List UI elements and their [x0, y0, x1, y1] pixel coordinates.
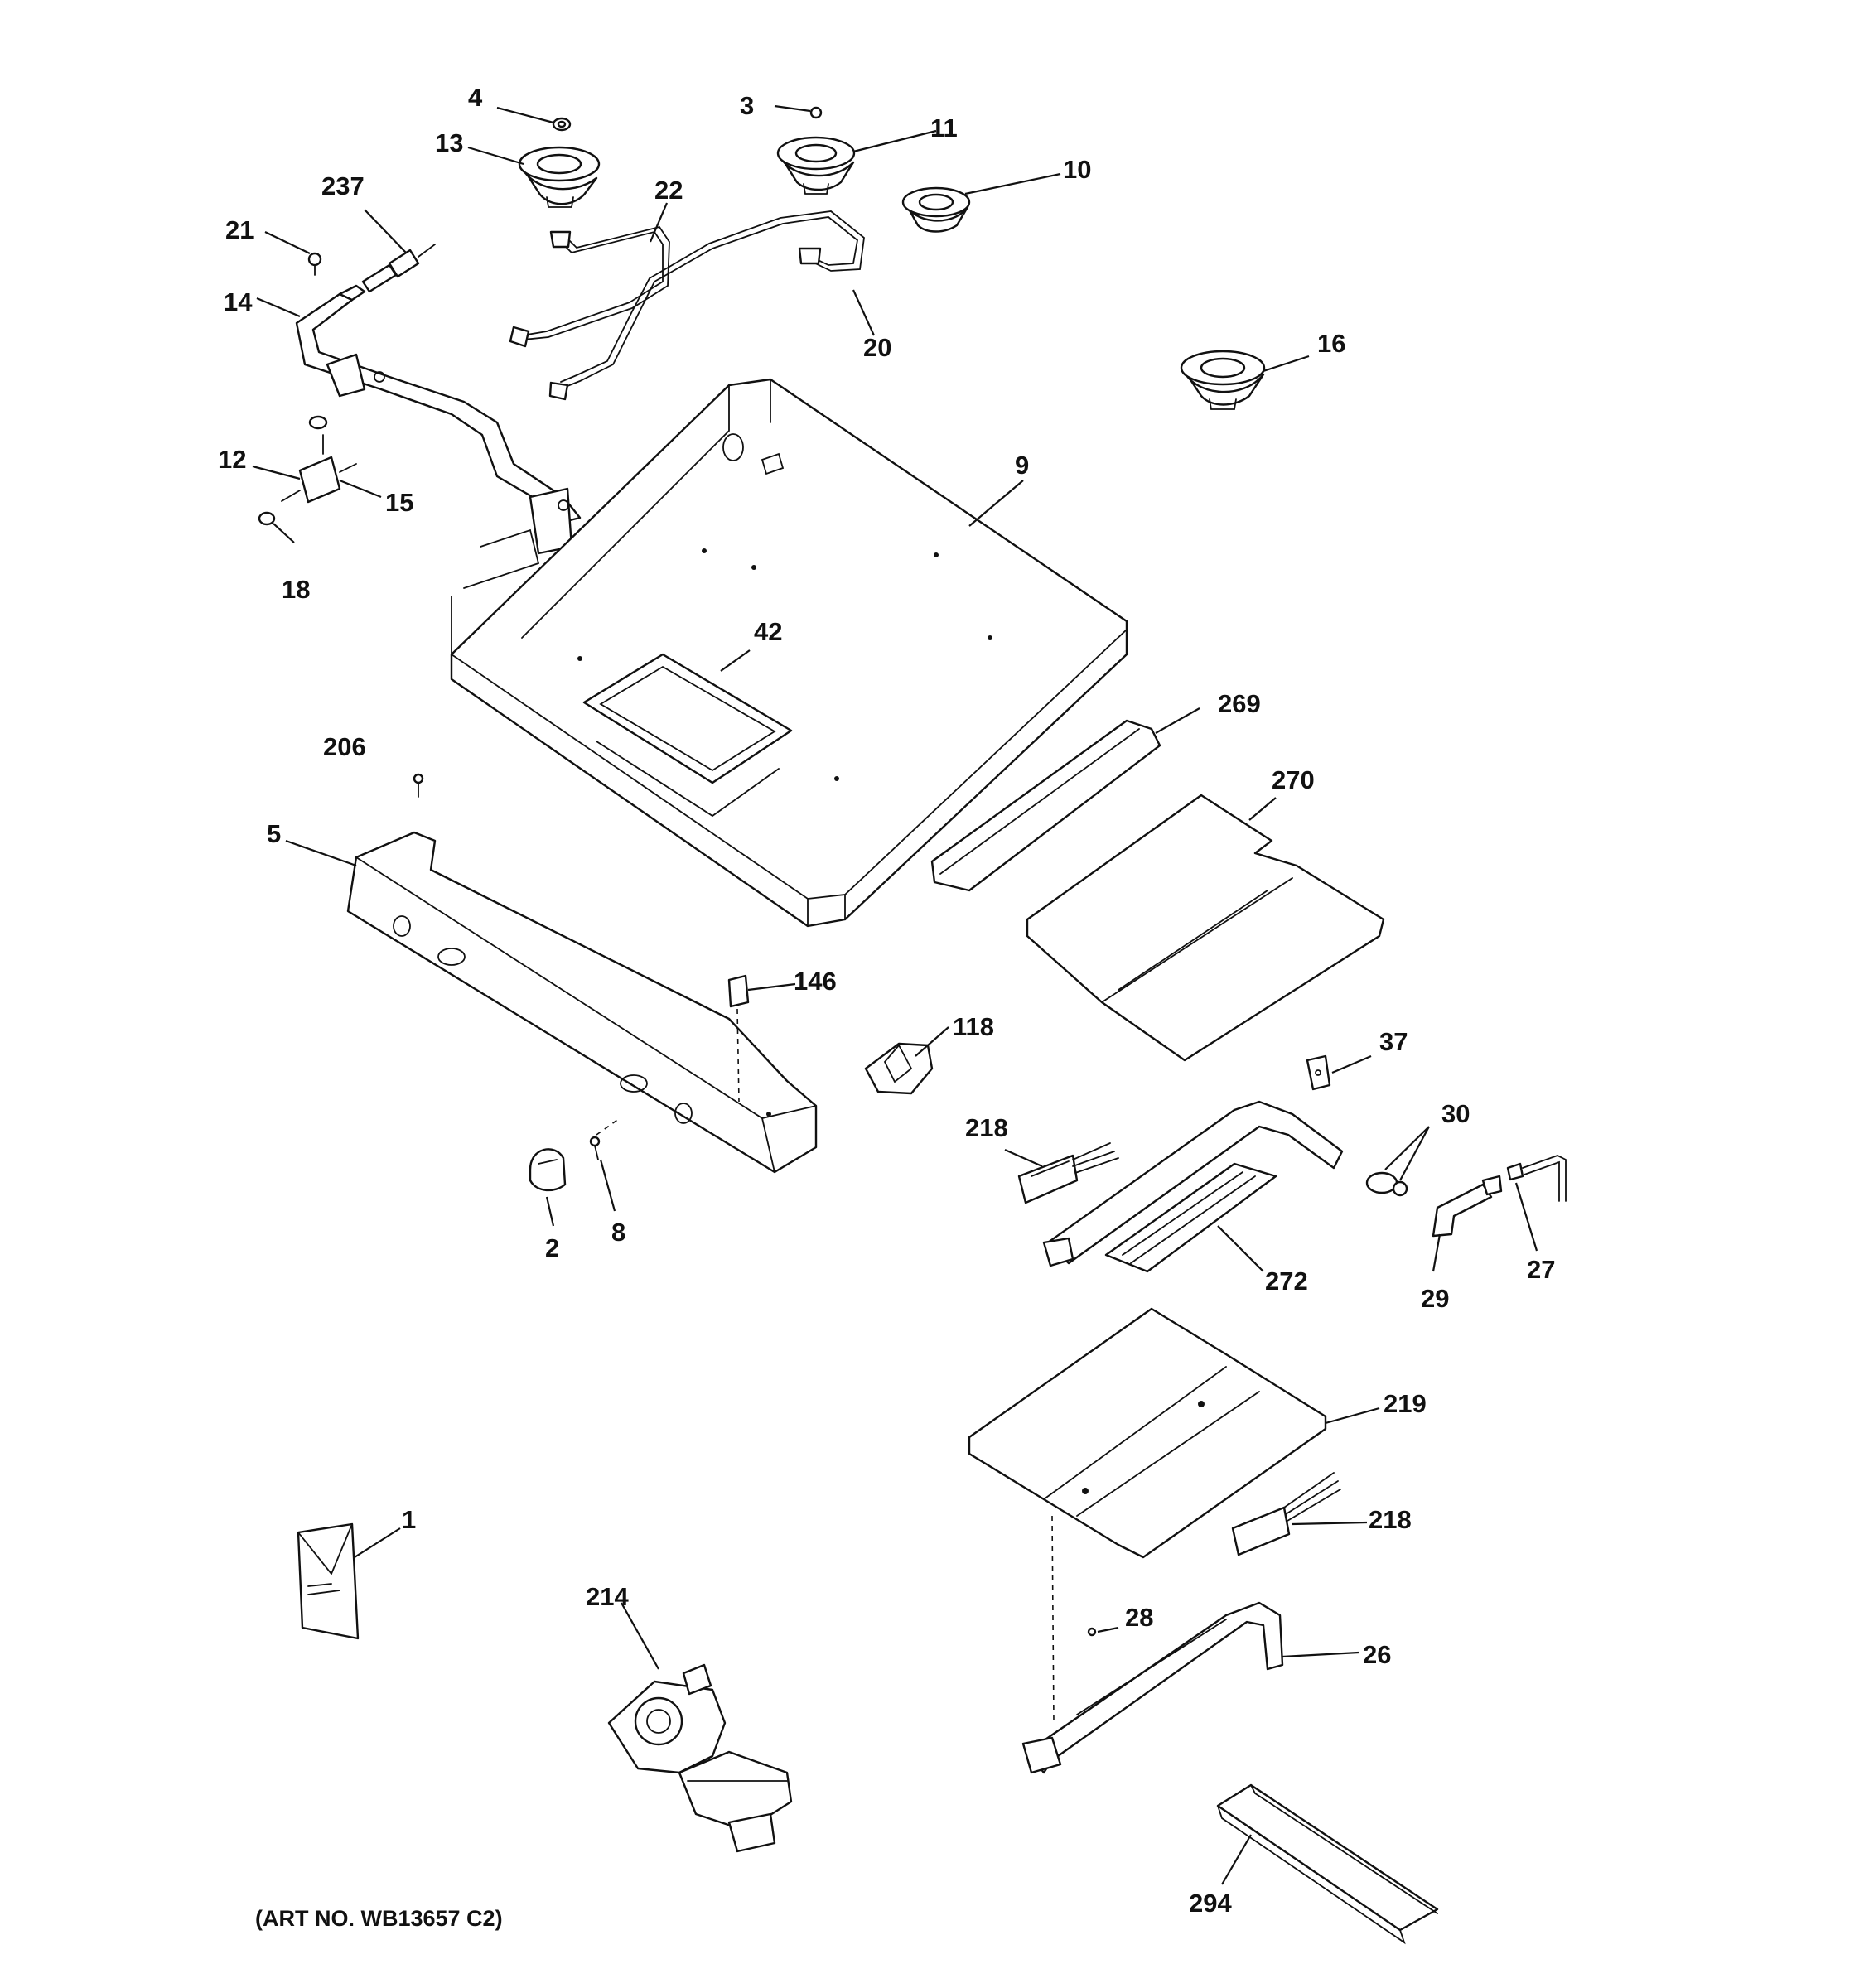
elbow-29 — [1432, 1175, 1503, 1238]
callout-16: 16 — [1317, 329, 1345, 358]
shield-270 — [1026, 794, 1385, 1062]
callout-5: 5 — [267, 819, 281, 848]
callout-9: 9 — [1015, 451, 1029, 480]
callout-146: 146 — [794, 967, 837, 996]
callout-18: 18 — [282, 575, 310, 604]
callout-29: 29 — [1421, 1284, 1449, 1313]
clip-146 — [727, 974, 750, 1008]
callout-27: 27 — [1527, 1255, 1555, 1284]
manifold-panel-5 — [346, 831, 818, 1174]
burner-head-13 — [518, 146, 601, 208]
screw-8 — [589, 1136, 601, 1160]
gas-valve-214 — [607, 1663, 793, 1853]
burner-head-16 — [1180, 350, 1266, 410]
callout-269: 269 — [1218, 689, 1261, 718]
burner-tube-upper — [1042, 1100, 1344, 1267]
bracket-37 — [1306, 1054, 1331, 1091]
callout-1: 1 — [402, 1505, 416, 1534]
igniter-switch-218-upper — [1017, 1142, 1119, 1204]
callout-13: 13 — [435, 128, 463, 157]
callout-30: 30 — [1441, 1099, 1470, 1128]
bracket-294 — [1216, 1783, 1439, 1945]
callout-21: 21 — [225, 215, 254, 244]
callout-118: 118 — [953, 1012, 994, 1041]
nut-18 — [258, 511, 276, 526]
screw-206 — [413, 773, 424, 798]
callout-218-lower: 218 — [1369, 1505, 1412, 1534]
callout-8: 8 — [611, 1218, 625, 1247]
screw-3 — [809, 106, 823, 119]
callout-20: 20 — [863, 333, 891, 362]
literature-1 — [297, 1522, 360, 1640]
callout-214: 214 — [586, 1582, 629, 1611]
callout-42: 42 — [754, 617, 782, 646]
callout-15: 15 — [385, 488, 413, 517]
callout-28: 28 — [1125, 1603, 1153, 1632]
knob-2 — [529, 1148, 567, 1192]
igniter-switch-218-lower — [1231, 1472, 1341, 1556]
callout-4: 4 — [468, 83, 483, 112]
screw-28 — [1087, 1627, 1097, 1637]
callout-237: 237 — [321, 171, 365, 200]
manifold-14 — [295, 284, 582, 555]
callout-272: 272 — [1265, 1267, 1308, 1296]
nut-4 — [552, 117, 572, 132]
fitting-237 — [361, 244, 436, 293]
callout-10: 10 — [1063, 155, 1091, 184]
valve-12 — [281, 434, 357, 504]
burner-tube-22 — [509, 225, 670, 348]
callout-11: 11 — [930, 113, 958, 142]
callout-22: 22 — [654, 176, 683, 205]
burner-head-10 — [901, 186, 971, 233]
burner-272 — [1104, 1162, 1277, 1273]
callout-2: 2 — [545, 1233, 559, 1262]
burner-head-11 — [776, 136, 856, 195]
art-number: (ART NO. WB13657 C2) — [255, 1906, 503, 1931]
orifice-30 — [1365, 1171, 1408, 1197]
callout-26: 26 — [1363, 1640, 1391, 1669]
callout-270: 270 — [1272, 765, 1315, 794]
callout-14: 14 — [224, 287, 253, 316]
oven-burner-26 — [1021, 1601, 1284, 1774]
callout-12: 12 — [218, 445, 246, 474]
callout-218-upper: 218 — [965, 1113, 1008, 1142]
callout-37: 37 — [1379, 1027, 1408, 1056]
shield-219 — [968, 1307, 1327, 1559]
fitting-27 — [1506, 1155, 1567, 1202]
screw-21 — [307, 252, 322, 276]
burner-box-9 — [450, 378, 1128, 928]
burner-tube-20 — [548, 210, 865, 401]
window-plate-42 — [582, 653, 793, 818]
callout-294: 294 — [1189, 1889, 1232, 1918]
callout-219: 219 — [1384, 1389, 1427, 1418]
callout-206: 206 — [323, 732, 366, 761]
callout-3: 3 — [740, 91, 754, 120]
bracket-269 — [930, 719, 1161, 892]
washer — [308, 415, 328, 430]
